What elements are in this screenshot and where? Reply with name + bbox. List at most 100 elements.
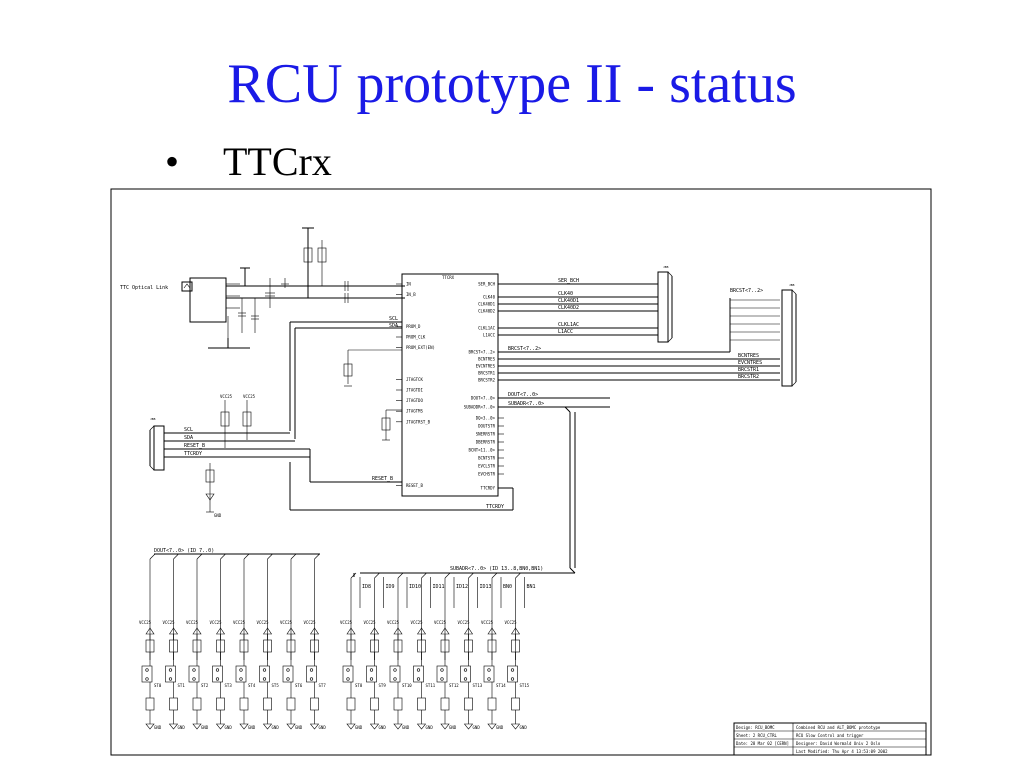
pulldown-resistor <box>263 697 272 711</box>
vcc-label: VCC25 <box>387 620 400 625</box>
gnd-label: GND <box>295 725 303 730</box>
chip-right-pin: TTCRDY <box>481 486 496 491</box>
chip-right-pin: CLK40D1 <box>478 302 495 307</box>
chip-right-pin: SNERRSTR <box>476 432 496 437</box>
ttcrx-chip <box>401 273 499 497</box>
led-gnd-label: GND <box>214 513 222 518</box>
dip-switch <box>188 665 200 683</box>
vcc-pullup-2: VCC25 <box>243 394 256 399</box>
chip-right-pin: SER_BCH <box>478 282 495 287</box>
tb-r1-c0: Sheet: 2 RCU_CTRL <box>736 733 778 738</box>
schematic-frame <box>110 188 932 756</box>
tb-r0-c1: Combined RCU and ALT_BOMC prototype <box>796 725 881 730</box>
vcc-label: VCC25 <box>257 620 270 625</box>
dout-bus-bottom-label: DOUT<7..0> (ID 7..0) <box>154 548 214 554</box>
chip-right-pin: DOUT<7..0> <box>471 396 496 401</box>
switch-label: ST9 <box>379 683 387 688</box>
dip-switch <box>212 665 223 683</box>
subaddr-label: SUBADR<7..0> <box>508 401 544 407</box>
switch-label: ST8 <box>355 683 363 688</box>
switch-label: ST7 <box>319 683 327 688</box>
chip-right-pin: DOUTSTR <box>478 424 495 429</box>
gnd-label: GND <box>379 725 387 730</box>
pulldown-resistor <box>239 697 249 711</box>
pulldown-resistor <box>511 697 520 711</box>
chip-left-pin: JTAGTDO <box>406 398 423 403</box>
vcc-label: VCC25 <box>210 620 223 625</box>
left-switch-bank: VCC25ST0GNDVCC25ST1GNDVCC25ST2GNDVCC25ST… <box>139 553 327 730</box>
gnd-label: GND <box>402 725 410 730</box>
switch-label: ST0 <box>154 683 162 688</box>
bullet-dot: • <box>165 139 180 184</box>
switch-label: ST1 <box>178 683 186 688</box>
conn-sig-2: RESET_B <box>184 443 205 449</box>
tb-r0-c0: Design: RCU_BOMC <box>736 725 775 730</box>
id-label: ID11 <box>433 584 445 590</box>
tb-r2-c1: Designer: David Wormald Univ 2 Oslo <box>796 741 881 746</box>
chip-left-pin: JTAGTMS <box>406 409 423 414</box>
pulldown-resistor <box>370 697 379 711</box>
strobe-label-2: BRCSTR1 <box>738 367 759 373</box>
id-label: ID12 <box>456 584 468 590</box>
switch-label: ST12 <box>449 683 459 688</box>
switch-label: ST4 <box>248 683 256 688</box>
conn-sig-0: SCL <box>184 427 193 433</box>
subadr-bus-bottom-label: SUBADR<7..0> (ID 13..8,BN0,BN1) <box>450 566 543 572</box>
receiver-component <box>189 277 227 323</box>
conn-sig-1: SDA <box>184 435 193 441</box>
chip-right-pin: BCNTSTR <box>478 456 495 461</box>
vcc-label: VCC25 <box>481 620 494 625</box>
reset-wire-label: RESET_B <box>372 476 393 482</box>
gnd-label: GND <box>225 725 233 730</box>
chip-left-pin: RESET_B <box>406 483 423 488</box>
tb-r3-c1: Last Modified: Thu Apr 4 13:53:09 2002 <box>796 749 888 754</box>
chip-right-pin: EVCNTRES <box>476 364 496 369</box>
pulldown-resistor <box>346 697 356 711</box>
switch-label: ST3 <box>225 683 233 688</box>
switch-label: ST13 <box>473 683 483 688</box>
switch-label: ST10 <box>402 683 412 688</box>
gnd-label: GND <box>154 725 162 730</box>
bullet-item: •TTCrx <box>165 138 332 186</box>
gnd-label: GND <box>319 725 327 730</box>
connector-j1-label: JBB <box>663 265 669 269</box>
l1-label-0: CLKL1AC <box>558 322 579 328</box>
gnd-label: GND <box>272 725 280 730</box>
chip-right-pin: CLKL1AC <box>478 326 495 331</box>
chip-right-pin: DQ<3..0> <box>476 416 496 421</box>
tb-r1-c1: RCU Slow Control and trigger <box>796 733 864 738</box>
switch-label: ST14 <box>496 683 506 688</box>
chip-right-pin: CLK40D2 <box>478 309 495 314</box>
connector-j3-label: JBB <box>150 417 156 421</box>
conn-sig-3: TTCRDY <box>184 451 202 457</box>
connector-j3 <box>153 425 165 471</box>
chip-right-pin: BCNT<11..0> <box>469 448 496 453</box>
chip-right-pin: CLK40 <box>483 295 496 300</box>
vcc-label: VCC25 <box>163 620 176 625</box>
vcc-label: VCC25 <box>505 620 518 625</box>
clock-label-0: CLK40 <box>558 291 573 297</box>
connector-j2-label: JBB <box>789 283 795 287</box>
chip-right-pin: BRCSTR1 <box>478 371 495 376</box>
clock-label-1: CLK40D1 <box>558 298 579 304</box>
chip-right-pins: SER_BCHCLK40CLK40D1CLK40D2CLKL1ACL1ACCBR… <box>464 282 504 491</box>
pulldown-resistor <box>417 697 426 711</box>
chip-left-pin: IN <box>406 282 411 287</box>
pulldown-resistor <box>192 697 202 711</box>
pulldown-resistor <box>216 697 225 711</box>
dip-switch <box>259 665 270 683</box>
chip-right-pin: BCNTRES <box>478 357 495 362</box>
gnd-label: GND <box>426 725 434 730</box>
dip-switch <box>235 665 247 683</box>
i2c-label-scl: SCL <box>389 316 398 322</box>
vcc-label: VCC25 <box>434 620 447 625</box>
ser-bch-wire-label: SER_BCH <box>558 278 579 284</box>
connector-j1 <box>657 271 669 343</box>
vcc-pullup-1: VCC25 <box>220 394 233 399</box>
title-block: Design: RCU_BOMC Combined RCU and ALT_BO… <box>733 722 927 756</box>
switch-label: ST11 <box>426 683 436 688</box>
chip-name: TTCRX <box>442 275 455 280</box>
gnd-label: GND <box>520 725 528 730</box>
dip-switch <box>141 665 153 683</box>
